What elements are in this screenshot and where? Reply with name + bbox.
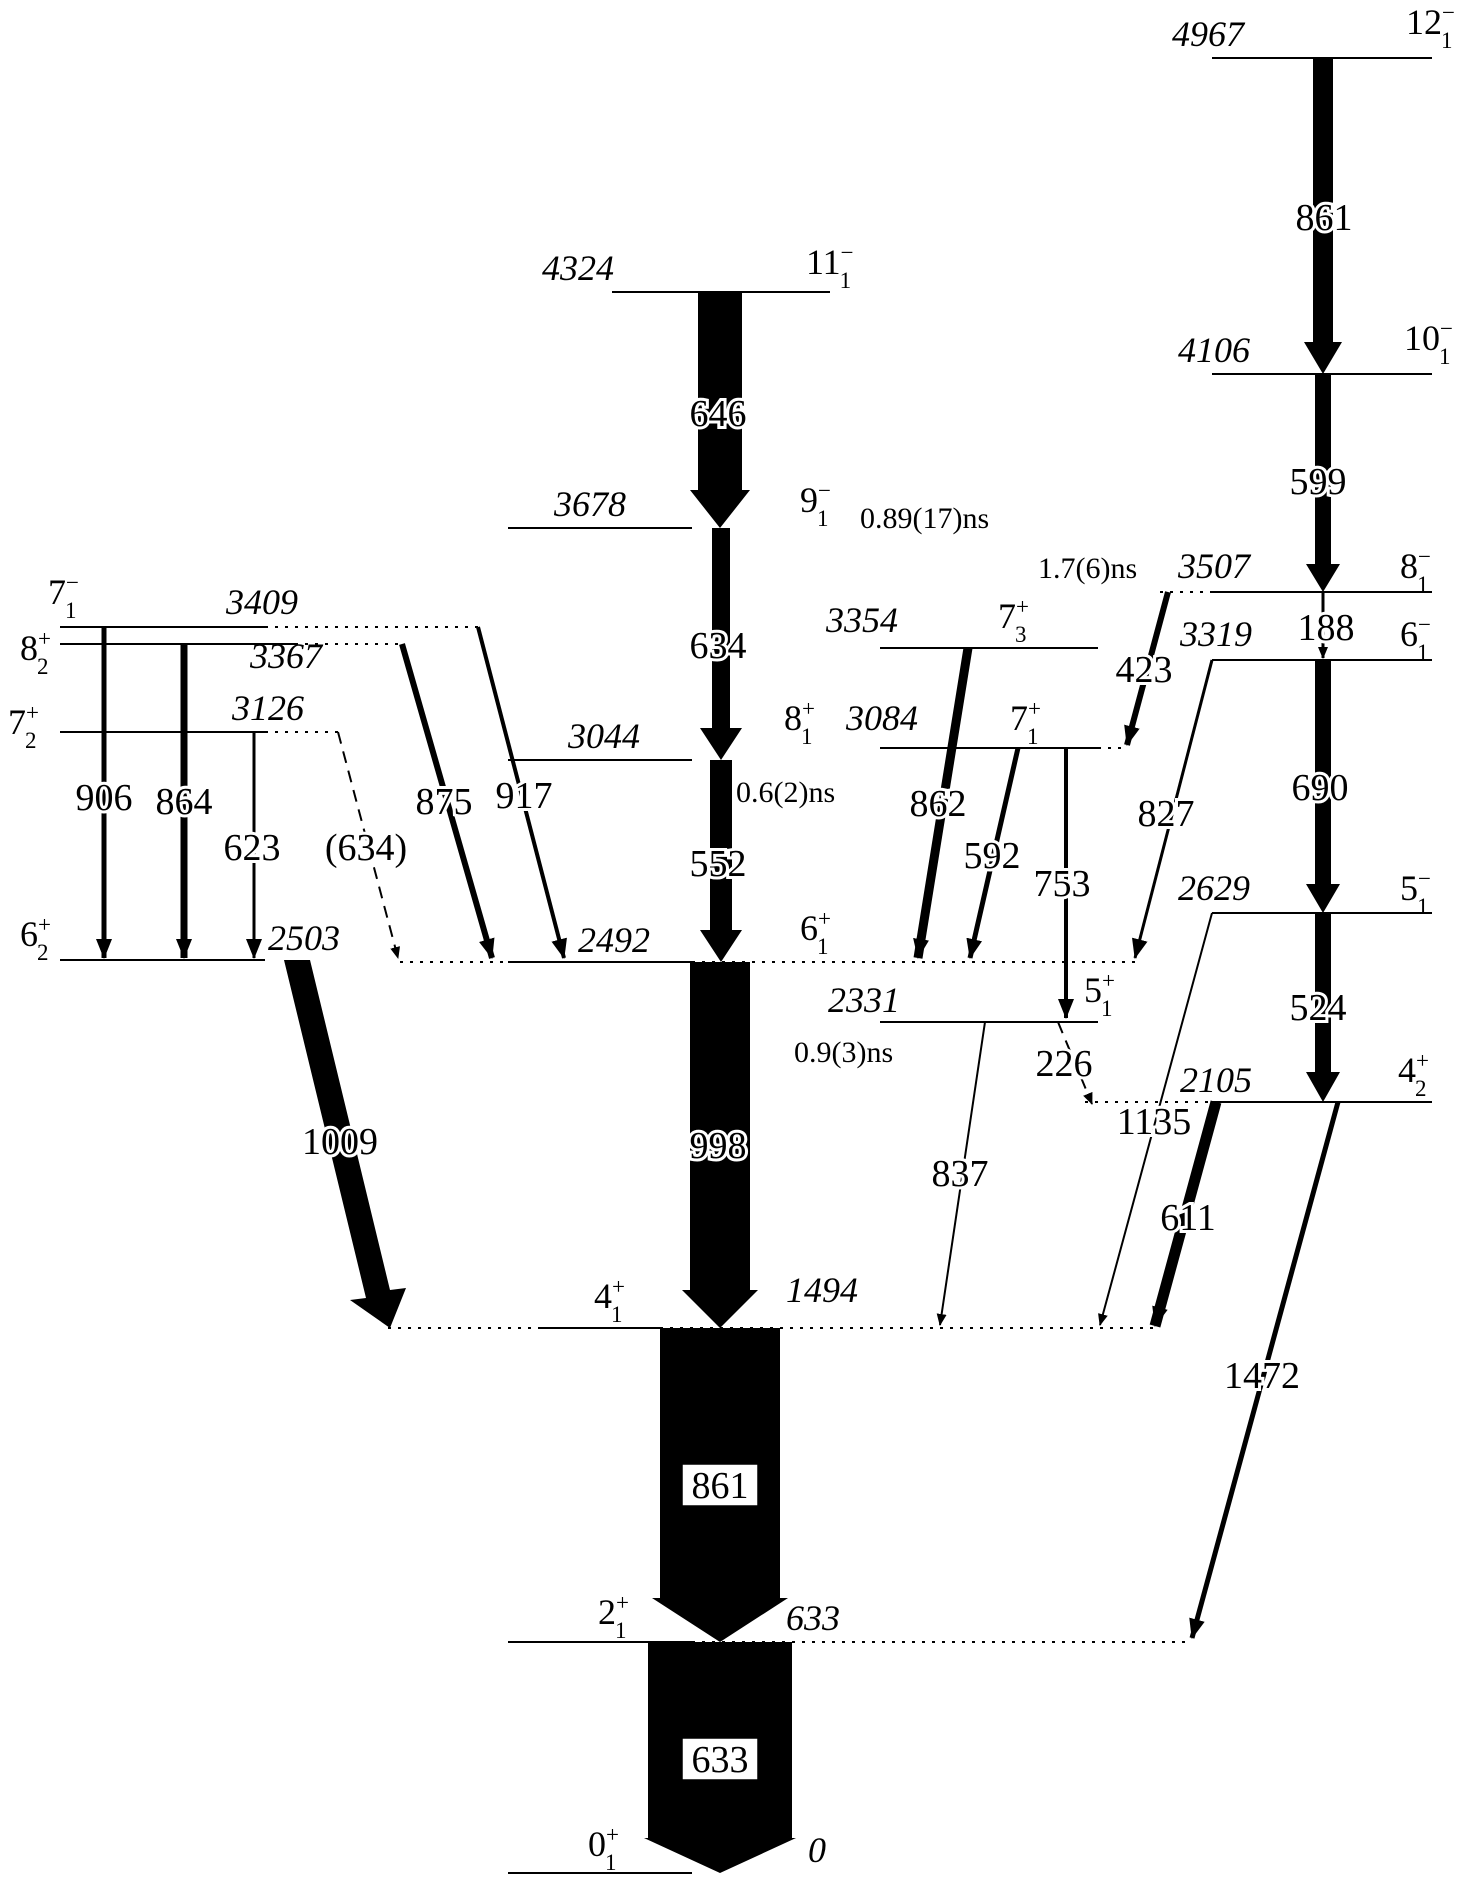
level-energy-3678: 3678 (553, 484, 626, 524)
lifetime-3507: 1.7(6)ns (1038, 552, 1137, 585)
transition-arrow-827 (1132, 659, 1214, 959)
level-spin-3367: 8+2 (20, 626, 51, 679)
lifetime-3678: 0.89(17)ns (860, 502, 989, 535)
level-spin-2503: 6+2 (20, 912, 51, 965)
level-energy-3319: 3319 (1179, 614, 1252, 654)
gamma-label-226: 226 (1036, 1043, 1093, 1085)
level-spin-4967: 12−1 (1406, 0, 1455, 53)
gamma-label-box-861 (681, 1463, 759, 1507)
level-spin-3044: 8+1 (784, 696, 815, 749)
gamma-label-827: 827 (1138, 793, 1195, 835)
level-energy-3354: 3354 (825, 600, 898, 640)
level-spin-1494: 4+1 (594, 1274, 625, 1327)
level-spin-3507: 8−1 (1400, 544, 1431, 597)
level-spin-3319: 6−1 (1400, 612, 1431, 665)
transition-arrow-524 (1306, 913, 1340, 1102)
level-energy-2105: 2105 (1180, 1060, 1252, 1100)
level-energy-3084: 3084 (845, 698, 918, 738)
gamma-label-690: 690 (1292, 767, 1349, 809)
gamma-label-906: 906 (76, 777, 133, 819)
gamma-label-1135: 1135 (1117, 1101, 1192, 1143)
level-spin-2492: 6+1 (800, 906, 831, 959)
gamma-label-861-top: 861 (1296, 197, 1353, 239)
transition-arrow-690 (1306, 660, 1340, 913)
gamma-label-646: 646 (690, 393, 747, 435)
level-spin-3126: 7+2 (8, 700, 39, 753)
level-spin-3409: 7−1 (48, 570, 79, 623)
transition-arrow-634 (700, 528, 742, 760)
transition-arrow-611 (1149, 1100, 1222, 1328)
level-energy-633: 633 (786, 1598, 840, 1638)
gamma-label-875: 875 (416, 781, 473, 823)
gamma-label-524: 524 (1290, 987, 1347, 1029)
transition-arrow-875 (399, 643, 495, 959)
gamma-label-592: 592 (964, 835, 1021, 877)
level-spin-3084: 7+1 (1010, 696, 1041, 749)
level-energy-3044: 3044 (567, 716, 640, 756)
gamma-label-1472: 1472 (1224, 1355, 1300, 1397)
level-spin-4324: 11−1 (806, 240, 854, 293)
transition-arrow-646 (690, 292, 750, 528)
gamma-label-611: 611 (1160, 1197, 1216, 1239)
gamma-label-634-tentative: (634) (325, 827, 407, 869)
gamma-label-633: 633 (692, 1739, 749, 1781)
gamma-label-861-ground-band: 861 (692, 1465, 749, 1507)
gamma-label-753: 753 (1034, 863, 1091, 905)
gamma-label-623: 623 (224, 827, 281, 869)
level-energy-4324: 4324 (542, 248, 614, 288)
level-spin-3354: 7+3 (998, 594, 1029, 647)
gamma-label-423: 423 (1116, 649, 1173, 691)
lifetime-2331: 0.9(3)ns (794, 1036, 893, 1069)
transition-arrow-917 (476, 626, 567, 959)
level-energy-4967: 4967 (1172, 14, 1246, 54)
level-energy-0: 0 (808, 1830, 826, 1870)
level-spin-2331: 5+1 (1084, 968, 1115, 1021)
level-spin-4106: 10−1 (1404, 316, 1453, 369)
level-energy-1494: 1494 (786, 1270, 858, 1310)
gamma-label-box-633 (681, 1737, 759, 1781)
level-energy-3409: 3409 (225, 582, 298, 622)
level-energy-2503: 2503 (268, 918, 340, 958)
level-energy-2331: 2331 (828, 980, 900, 1020)
gamma-label-837: 837 (932, 1153, 989, 1195)
gamma-label-599: 599 (1290, 461, 1347, 503)
lifetime-3044: 0.6(2)ns (736, 776, 835, 809)
transition-arrow-592 (966, 747, 1021, 959)
level-energy-3507: 3507 (1177, 546, 1252, 586)
gamma-label-634: 634 (690, 625, 747, 667)
transition-arrow-599 (1306, 374, 1340, 592)
transition-arrow-837 (936, 1021, 986, 1326)
transition-arrow-1472 (1189, 1101, 1341, 1639)
transition-arrow-998 (682, 962, 758, 1328)
transition-arrow-1135 (1098, 912, 1213, 1326)
gamma-label-864: 864 (156, 781, 213, 823)
gamma-label-998: 998 (690, 1125, 747, 1167)
gamma-label-1009: 1009 (302, 1121, 378, 1163)
gamma-label-552: 552 (690, 843, 747, 885)
gamma-label-188: 188 (1298, 607, 1355, 649)
level-energy-4106: 4106 (1178, 330, 1250, 370)
level-energy-2492: 2492 (578, 920, 650, 960)
level-spin-3678: 9−1 (800, 478, 831, 531)
transition-arrow-862 (913, 647, 973, 959)
gamma-label-862: 862 (910, 783, 967, 825)
gamma-label-917: 917 (496, 775, 553, 817)
transition-arrow-226-tentative (1057, 1021, 1093, 1105)
level-energy-2629: 2629 (1178, 868, 1250, 908)
transition-arrow-423 (1124, 591, 1171, 746)
transition-arrow-1009 (265, 960, 406, 1328)
level-spin-0: 0+1 (588, 1822, 619, 1875)
transition-arrow-861-top (1304, 58, 1342, 374)
level-energy-3126: 3126 (231, 688, 304, 728)
transition-arrow-552 (700, 760, 742, 962)
level-energy-3367: 3367 (249, 636, 324, 676)
level-spin-2629: 5−1 (1400, 866, 1431, 919)
level-spin-2105: 4+2 (1398, 1048, 1429, 1101)
level-spin-633: 2+1 (598, 1590, 629, 1643)
